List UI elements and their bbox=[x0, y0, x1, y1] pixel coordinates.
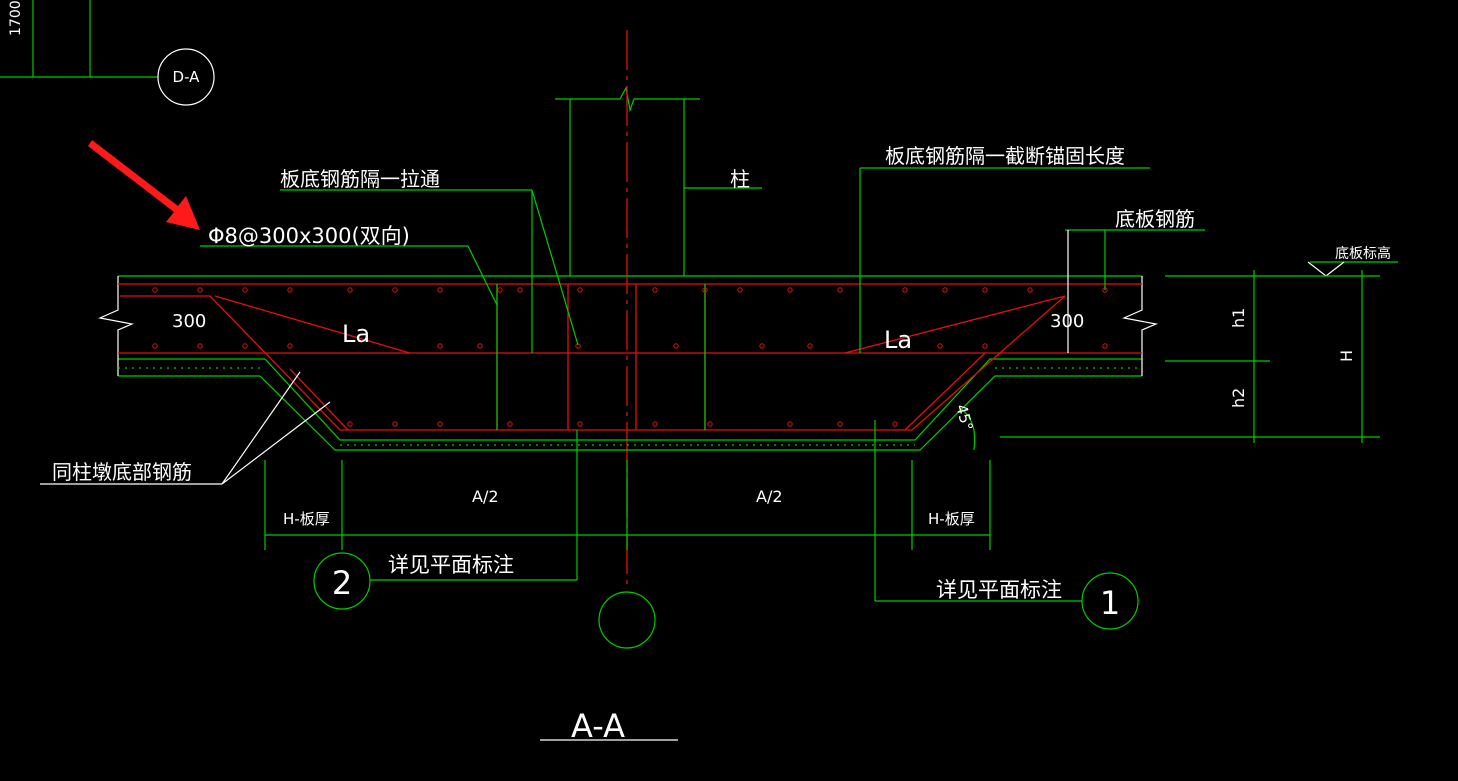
rebar-section-dot bbox=[197, 343, 203, 349]
rebar-section-dot bbox=[892, 421, 898, 427]
h2-label: h2 bbox=[1229, 388, 1248, 408]
rebar-section-dot bbox=[517, 287, 523, 293]
rebars bbox=[118, 283, 1142, 431]
H-label: H bbox=[1337, 350, 1356, 362]
dim-300-left-label: 300 bbox=[172, 311, 206, 332]
rebar-section-dot bbox=[837, 421, 843, 427]
dim-300-right-label: 300 bbox=[1050, 311, 1084, 332]
half-a-right-label: A/2 bbox=[756, 487, 783, 506]
section-title-label: A-A bbox=[571, 707, 625, 745]
rebar-section-dot bbox=[652, 287, 658, 293]
h-thickness-right-label: H-板厚 bbox=[928, 510, 975, 528]
rebar-section-dot bbox=[437, 343, 443, 349]
rebar-section-dot bbox=[707, 421, 713, 427]
angle-label: 45° bbox=[952, 402, 976, 432]
rebar-section-dot bbox=[837, 287, 843, 293]
pier-bottom-bar-label: 同柱墩底部钢筋 bbox=[52, 460, 192, 484]
detail-circle-2 bbox=[313, 552, 371, 610]
rebar-section-dot bbox=[242, 343, 248, 349]
dim-1700-label: 1700 bbox=[8, 0, 24, 36]
rebar-section-dot bbox=[787, 287, 793, 293]
h1-label: h1 bbox=[1229, 308, 1248, 328]
la-right-label: La bbox=[884, 326, 912, 354]
rebar-section-dot bbox=[937, 343, 943, 349]
top-left-fragment: 1700 D-A bbox=[0, 0, 215, 106]
cutoff-bar-label: 板底钢筋隔一截断锚固长度 bbox=[885, 144, 1125, 168]
rebar-section-dot bbox=[759, 343, 765, 349]
rebar-section-dot bbox=[1027, 287, 1033, 293]
rebar-section-dot bbox=[347, 287, 353, 293]
rebar-section-dot bbox=[437, 421, 443, 427]
rebar-section-dot bbox=[437, 287, 443, 293]
rebar-section-dot bbox=[982, 287, 988, 293]
la-left-label: La bbox=[342, 320, 370, 348]
h-thickness-left-label: H-板厚 bbox=[283, 510, 330, 528]
see-plan-left-label: 详见平面标注 bbox=[388, 553, 514, 577]
rebar-section-dot bbox=[982, 343, 988, 349]
rebar-section-dot bbox=[577, 287, 583, 293]
rebar-section-dot bbox=[197, 287, 203, 293]
rebar-section-dot bbox=[942, 287, 948, 293]
detail-tag-da-label: D-A bbox=[173, 68, 201, 86]
circle-1-label: 1 bbox=[1100, 584, 1120, 622]
detail-circle-1 bbox=[1081, 572, 1139, 630]
rebar-section-dot bbox=[1102, 343, 1108, 349]
circle-2-label: 2 bbox=[332, 564, 352, 602]
rebar-section-dot bbox=[392, 421, 398, 427]
rebar-section-dot bbox=[347, 421, 353, 427]
slab-elevation-label: 底板标高 bbox=[1335, 245, 1391, 262]
rebar-section-dot bbox=[787, 421, 793, 427]
rebar-section-dot bbox=[242, 287, 248, 293]
bottom-slab-bar-label: 底板钢筋 bbox=[1115, 207, 1195, 231]
rebar-section-dot bbox=[737, 287, 743, 293]
rebar-section-dot bbox=[477, 343, 483, 349]
rebar-section-dot bbox=[507, 421, 513, 427]
rebar-section-dot bbox=[287, 287, 293, 293]
axis-bubble-center bbox=[598, 591, 656, 649]
annotations: 板底钢筋隔一拉通 板底钢筋隔一截断锚固长度 底板钢筋 底板标高 Φ8@300x3… bbox=[40, 140, 1398, 745]
see-plan-right-label: 详见平面标注 bbox=[936, 578, 1062, 602]
red-pointer-arrow bbox=[88, 140, 200, 230]
rebar-section-dot bbox=[807, 343, 813, 349]
rebar-section-dot bbox=[287, 343, 293, 349]
rebar-section-dot bbox=[652, 421, 658, 427]
column: 柱 bbox=[555, 86, 762, 276]
rebar-section-dot bbox=[673, 343, 679, 349]
rebar-section-dot bbox=[152, 287, 158, 293]
rebar-section-dot bbox=[577, 421, 583, 427]
rebar-section-dot bbox=[497, 287, 503, 293]
rebar-section-dot bbox=[152, 343, 158, 349]
rebar-section-dot bbox=[902, 287, 908, 293]
rebar-spec-label: Φ8@300x300(双向) bbox=[208, 224, 410, 248]
rebar-section-dot bbox=[392, 287, 398, 293]
through-bar-label: 板底钢筋隔一拉通 bbox=[280, 167, 440, 191]
detail-tag-circle-da bbox=[157, 48, 215, 106]
slab-outline bbox=[97, 275, 1159, 451]
column-label: 柱 bbox=[730, 167, 750, 191]
half-a-left-label: A/2 bbox=[472, 487, 499, 506]
rebar-section-dot bbox=[702, 287, 708, 293]
